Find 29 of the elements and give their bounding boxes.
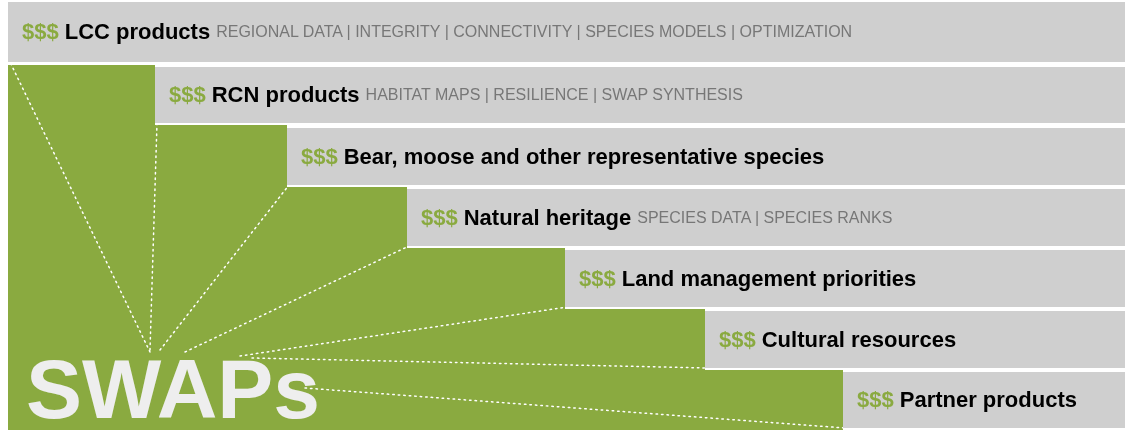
category-bar: [843, 372, 1125, 428]
dollar-signs: $$$: [579, 265, 616, 292]
category-bar: [565, 250, 1125, 307]
dollar-signs: $$$: [22, 19, 59, 45]
dollar-signs: $$$: [719, 326, 756, 353]
dollar-signs: $$$: [857, 387, 894, 413]
category-bar: [407, 189, 1125, 246]
bar-heading: LCC products: [64, 19, 211, 45]
dollar-signs: $$$: [169, 82, 206, 108]
bar-details: SPECIES DATA | SPECIES RANKS: [637, 208, 893, 227]
category-bar: [287, 128, 1125, 185]
panel-title: SWAPs: [26, 347, 321, 430]
bar-heading: Natural heritage: [463, 204, 632, 231]
category-bar: [8, 2, 1125, 62]
dollar-signs: $$$: [301, 143, 338, 170]
bar-heading: Land management priorities: [621, 265, 917, 292]
bar-heading: RCN products: [211, 82, 360, 108]
dotted-line: [159, 184, 290, 351]
category-bar: [705, 311, 1125, 368]
dotted-line: [149, 122, 158, 351]
bar-heading: Cultural resources: [761, 326, 957, 353]
dotted-line: [251, 357, 708, 369]
category-bar: [155, 67, 1125, 123]
dotted-line: [304, 387, 846, 429]
bar-heading: Bear, moose and other representative species: [343, 143, 825, 170]
bar-heading: Partner products: [899, 387, 1077, 413]
dollar-signs: $$$: [421, 204, 458, 231]
bar-details: HABITAT MAPS | RESILIENCE | SWAP SYNTHESIS: [365, 86, 743, 104]
bar-details: REGIONAL DATA | INTEGRITY | CONNECTIVITY | SPECIES MODELS | OPTIMIZATION: [216, 23, 853, 41]
